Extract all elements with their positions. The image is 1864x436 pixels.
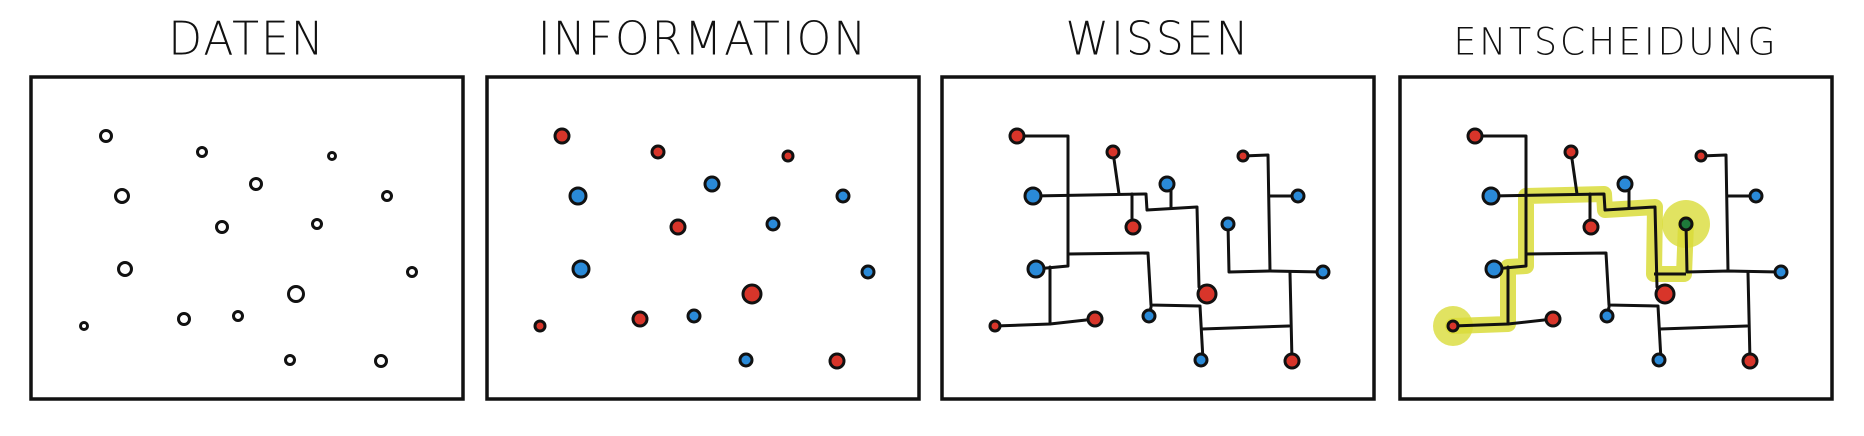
red-node <box>1283 352 1301 370</box>
connection-line <box>1699 153 1730 273</box>
red-node <box>533 319 547 333</box>
data-point <box>249 177 263 191</box>
blue-node <box>571 259 591 279</box>
blue-node <box>1193 352 1209 368</box>
blue-node <box>1290 188 1306 204</box>
data-point <box>311 218 323 230</box>
blue-node <box>1616 175 1634 193</box>
data-point <box>196 146 208 158</box>
connection-line <box>1226 222 1325 274</box>
data-point <box>406 266 418 278</box>
blue-node <box>1773 264 1789 280</box>
red-node <box>650 144 666 160</box>
red-node <box>1124 218 1142 236</box>
connection-line <box>1473 134 1528 271</box>
panel-title-information: INFORMATION <box>537 12 869 67</box>
data-point <box>232 310 244 322</box>
connection-line <box>1524 251 1663 362</box>
red-node <box>1466 127 1484 145</box>
red-node <box>1236 149 1250 163</box>
blue-node <box>1220 216 1236 232</box>
connection-line <box>993 317 1097 328</box>
red-node <box>1741 352 1759 370</box>
red-node <box>1694 149 1708 163</box>
connection-line <box>1746 271 1752 363</box>
blue-node <box>1141 308 1157 324</box>
panel-frame <box>485 75 921 401</box>
blue-node <box>738 352 754 368</box>
blue-node <box>703 175 721 193</box>
blue-node <box>765 216 781 232</box>
connection-line <box>1200 324 1291 331</box>
red-node <box>1582 218 1600 236</box>
data-point <box>287 285 305 303</box>
red-node <box>781 149 795 163</box>
blue-node <box>1023 186 1043 206</box>
blue-node <box>1158 175 1176 193</box>
connection-line <box>1489 192 1659 289</box>
data-point <box>374 354 388 368</box>
panel-frame <box>1398 75 1834 401</box>
connection-line <box>1066 251 1205 362</box>
blue-node <box>686 308 702 324</box>
blue-node <box>1481 186 1501 206</box>
blue-node <box>1315 264 1331 280</box>
connection-line <box>1031 192 1201 289</box>
connection-line <box>1451 317 1555 328</box>
data-point <box>117 261 133 277</box>
connection-line <box>1684 222 1783 274</box>
red-node <box>1086 310 1104 328</box>
data-point <box>215 220 229 234</box>
data-point <box>114 188 130 204</box>
red-node <box>631 310 649 328</box>
connection-line <box>1288 271 1294 363</box>
red-node <box>741 283 763 305</box>
red-node <box>988 319 1002 333</box>
red-node <box>1563 144 1579 160</box>
connection-line <box>1241 153 1272 273</box>
blue-node <box>1651 352 1667 368</box>
decision-node <box>1678 216 1694 232</box>
blue-node <box>860 264 876 280</box>
red-node <box>669 218 687 236</box>
blue-node <box>568 186 588 206</box>
red-node <box>553 127 571 145</box>
panel-title-entscheidung: ENTSCHEIDUNG <box>1453 20 1779 65</box>
blue-node <box>1026 259 1046 279</box>
connection-line <box>1015 134 1070 271</box>
red-node <box>1196 283 1218 305</box>
panel-frame <box>940 75 1376 401</box>
data-point <box>327 151 337 161</box>
data-point <box>79 321 89 331</box>
panel-title-wissen: WISSEN <box>1065 12 1251 67</box>
blue-node <box>835 188 851 204</box>
red-node <box>1008 127 1026 145</box>
red-node <box>828 352 846 370</box>
red-node <box>1654 283 1676 305</box>
red-node <box>1446 319 1460 333</box>
blue-node <box>1599 308 1615 324</box>
panel-frame <box>29 75 465 401</box>
connection-line <box>1658 324 1749 331</box>
blue-node <box>1748 188 1764 204</box>
data-point <box>99 129 113 143</box>
red-node <box>1544 310 1562 328</box>
panel-title-daten: DATEN <box>168 12 326 67</box>
data-point <box>381 190 393 202</box>
red-node <box>1105 144 1121 160</box>
blue-node <box>1484 259 1504 279</box>
data-point <box>177 312 191 326</box>
data-point <box>284 354 296 366</box>
